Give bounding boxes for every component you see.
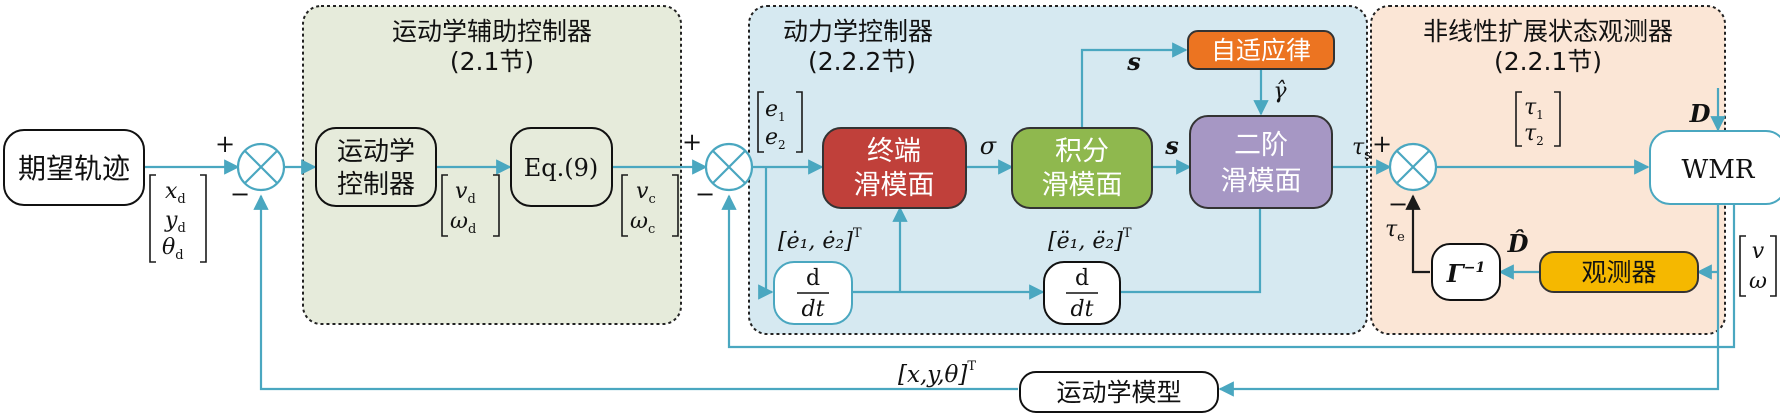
disturbance-estimate-signal: D̂ — [1507, 229, 1529, 258]
flow-wmr-feedback-to-sum2 — [721, 194, 1736, 349]
svg-text:v: v — [1752, 239, 1765, 264]
derivative-1-num: d — [806, 266, 820, 291]
error-second-derivative-vector: [ë₁, ë₂]T — [1048, 226, 1132, 254]
gamma-inverse-block — [1431, 243, 1501, 301]
desired-trajectory-label: 期望轨迹 — [18, 152, 130, 185]
svg-text:ω: ω — [1749, 269, 1767, 294]
second-order-sliding-surface-block — [1189, 115, 1333, 209]
second-order-sliding-surface-label-1: 二阶 — [1234, 130, 1288, 161]
sum3-minus-sign: − — [1388, 190, 1408, 218]
tau-s-signal: τs — [1352, 135, 1371, 163]
desired-trajectory-block — [3, 129, 145, 206]
kinematic-model-block — [1019, 371, 1219, 413]
output-velocity-vector: v ω — [1739, 235, 1777, 297]
desired-state-vector: xd yd θd — [149, 174, 207, 263]
sum1-minus-sign: − — [230, 180, 250, 208]
disturbance-signal: D — [1689, 99, 1711, 128]
torque-vector: τ1 τ2 — [1515, 91, 1561, 148]
terminal-sliding-surface-label-1: 终端 — [867, 136, 921, 167]
svg-text:yd: yd — [164, 208, 186, 236]
svg-text:e1: e1 — [765, 97, 786, 124]
svg-text:ωc: ωc — [630, 209, 655, 237]
kinematic-controller-label-1: 运动学 — [337, 137, 415, 167]
sum2-minus-sign: − — [695, 180, 715, 208]
dynamic-region-title: 动力学控制器 — [783, 17, 933, 46]
derivative-2-den: dt — [1071, 297, 1094, 322]
eq9-block — [510, 127, 613, 207]
flow-gamma-to-sum3 — [1405, 194, 1430, 274]
observer-region-title: 非线性扩展状态观测器 — [1423, 17, 1673, 46]
summing-junction-1 — [236, 142, 286, 192]
dynamic-region-section: (2.2.2节) — [808, 47, 916, 76]
flow-e-to-deriv1 — [758, 167, 774, 300]
summing-junction-3 — [1388, 142, 1438, 192]
svg-text:vc: vc — [636, 179, 656, 207]
flow-integral-to-adaptive — [1080, 42, 1188, 128]
kinematic-region-section: (2.1节) — [450, 47, 534, 76]
error-vector: e1 e2 — [757, 91, 803, 153]
sigma-signal: σ — [980, 132, 997, 160]
sum2-plus-sign: + — [682, 128, 702, 156]
state-vector: [x,y,θ]T — [898, 359, 976, 388]
terminal-sliding-surface-label-2: 滑模面 — [854, 170, 935, 201]
gamma-inverse-label: Γ−1 — [1446, 259, 1486, 288]
flow-kinmodel-to-sum1 — [253, 194, 1018, 391]
adaptive-law-label: 自适应律 — [1211, 36, 1311, 65]
gamma-hat-signal: γ̂ — [1273, 79, 1287, 104]
desired-velocity-vector: vd ωd — [441, 174, 500, 237]
observer-region-section: (2.2.1节) — [1494, 47, 1602, 76]
kinematic-controller-label-2: 控制器 — [337, 170, 415, 200]
command-velocity-vector: vc ωc — [621, 174, 679, 237]
wmr-label: WMR — [1682, 155, 1756, 185]
kinematic-region — [302, 5, 682, 325]
sum3-plus-sign: + — [1372, 130, 1392, 158]
svg-text:e2: e2 — [765, 125, 786, 152]
wmr-block — [1649, 130, 1780, 205]
terminal-sliding-surface-block — [822, 127, 967, 209]
integral-sliding-surface-label-2: 滑模面 — [1042, 170, 1123, 201]
derivative-1-den: dt — [802, 297, 825, 322]
kinematic-controller-block — [315, 127, 437, 207]
svg-text:τ1: τ1 — [1524, 95, 1544, 122]
svg-text:vd: vd — [455, 179, 476, 207]
s-signal-adaptive: s — [1126, 47, 1141, 76]
eq9-label: Eq.(9) — [524, 154, 599, 182]
integral-sliding-surface-label-1: 积分 — [1055, 136, 1109, 167]
flow-wmr-to-kinmodel — [1218, 204, 1720, 397]
svg-text:τ2: τ2 — [1524, 121, 1544, 148]
derivative-2-num: d — [1075, 266, 1089, 291]
observer-block — [1539, 251, 1699, 293]
derivative-block-2: d dt — [1043, 261, 1121, 325]
tau-e-signal: τe — [1385, 217, 1405, 245]
second-order-sliding-surface-label-2: 滑模面 — [1221, 166, 1302, 197]
error-derivative-vector: [ė₁, ė₂]T — [778, 226, 862, 254]
adaptive-law-block — [1187, 30, 1335, 70]
summing-junction-2 — [704, 142, 754, 192]
svg-text:xd: xd — [165, 179, 186, 207]
svg-text:θd: θd — [162, 235, 184, 263]
integral-sliding-surface-block — [1011, 127, 1153, 209]
sum1-plus-sign: + — [215, 130, 235, 158]
derivative-block-1: d dt — [773, 261, 853, 325]
kinematic-model-label: 运动学模型 — [1056, 378, 1181, 407]
svg-text:ωd: ωd — [450, 209, 476, 237]
kinematic-region-title: 运动学辅助控制器 — [392, 17, 592, 46]
flow-deriv2-to-second — [1120, 208, 1262, 294]
s-signal-main: s — [1164, 131, 1179, 160]
observer-label: 观测器 — [1581, 258, 1656, 287]
